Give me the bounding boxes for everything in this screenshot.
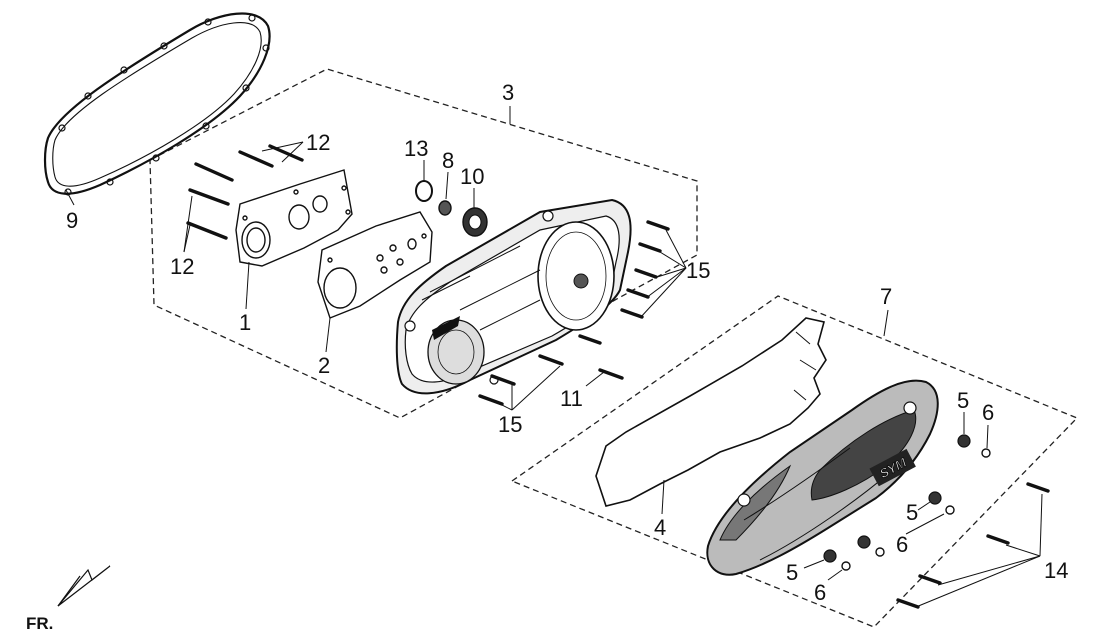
callout-3: 3: [502, 80, 514, 105]
callout-6b: 6: [896, 532, 908, 557]
orientation-arrow-icon: [57, 565, 111, 607]
nuts-part-5: [823, 434, 971, 563]
callout-5a: 5: [957, 388, 969, 413]
callout-1: 1: [239, 310, 251, 335]
bearing-part-10: [462, 207, 488, 237]
leader-2: [325, 317, 331, 353]
callout-15b: 15: [498, 412, 522, 437]
gasket-sheet-part-4: [595, 317, 827, 507]
washers-part-6: [841, 448, 991, 571]
callout-5c: 5: [786, 560, 798, 585]
callout-14: 14: [1044, 558, 1068, 583]
main-cover-part-3: [395, 198, 632, 395]
callout-13: 13: [404, 136, 428, 161]
bolts-part-15: [478, 220, 670, 406]
leader-11: [585, 371, 605, 387]
leaders-5-6: [803, 412, 989, 581]
callout-11: 11: [560, 386, 583, 411]
callout-6c: 6: [814, 580, 826, 605]
callout-labels: 1 2 3 4 5 6 5 6 5 6 7 8 9 10 11 12 12 13…: [66, 80, 1068, 605]
callout-4: 4: [654, 515, 666, 540]
callout-10: 10: [460, 164, 484, 189]
leaders-14: [915, 493, 1043, 608]
outer-gasket-part-9: [43, 12, 271, 196]
orientation-label: FR.: [26, 614, 53, 633]
callout-2: 2: [318, 353, 330, 378]
o-ring-part-13: [415, 180, 433, 202]
callout-6a: 6: [982, 400, 994, 425]
callout-9: 9: [66, 208, 78, 233]
leader-8: [445, 171, 449, 200]
callout-12a: 12: [306, 130, 330, 155]
bolt-part-11: [598, 368, 624, 380]
gasket-plate-part-2: [317, 211, 433, 319]
leader-4: [661, 479, 665, 515]
leaders-15: [499, 229, 687, 411]
callout-15a: 15: [686, 258, 710, 283]
leader-9: [65, 189, 75, 206]
callout-5b: 5: [906, 500, 918, 525]
inner-plate-part-1: [235, 169, 353, 267]
callout-12b: 12: [170, 254, 194, 279]
collar-part-8: [438, 200, 452, 216]
bolts-part-14: [896, 482, 1050, 609]
leader-7: [883, 309, 889, 337]
callout-8: 8: [442, 148, 454, 173]
leader-1: [245, 261, 250, 310]
callout-7: 7: [880, 284, 892, 309]
leaders-12: [183, 141, 304, 253]
